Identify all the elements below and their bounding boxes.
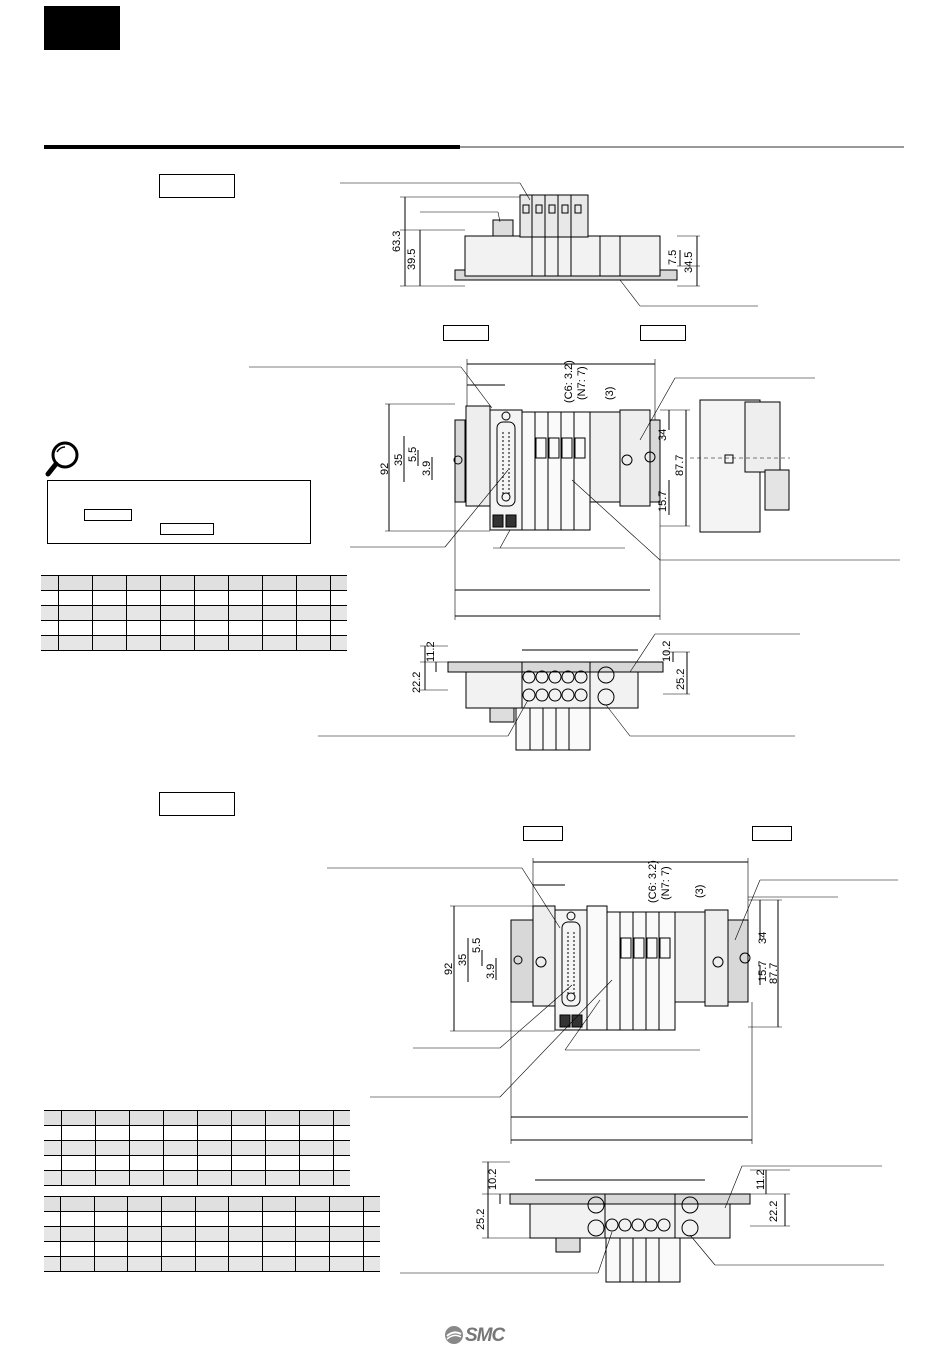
dim-front1-pitch-a: 5.5 (407, 447, 419, 462)
dim-bottom2-right-b: 22.2 (768, 1201, 780, 1222)
dim-bottom1-right-a: 10.2 (661, 641, 673, 662)
dim-bottom1-left-a: 11.2 (425, 641, 437, 662)
dim-front1-n7: (N7: 7) (576, 366, 588, 400)
front-view-1-drawing (249, 359, 900, 620)
dim-overall-height: 63.3 (391, 231, 403, 252)
spec-table-3 (44, 1196, 380, 1272)
dim-body-height: 39.5 (406, 249, 418, 270)
dim-rail-height: 34.5 (683, 252, 695, 273)
dim-bottom2-left-b: 25.2 (475, 1209, 487, 1230)
dim-front2-pitch-a: 5.5 (471, 938, 483, 953)
view-label-box-4 (752, 826, 792, 841)
dim-front1-right-total: 87.7 (674, 455, 686, 476)
spec-table-1 (41, 575, 347, 651)
note-label-box-1 (84, 509, 132, 521)
dim-front1-height: 92 (379, 463, 391, 475)
note-label-box-2 (160, 523, 214, 535)
dim-front2-n7: (N7: 7) (660, 866, 672, 900)
dim-bottom2-left-a: 10.2 (487, 1169, 499, 1190)
dim-rail-offset: 7.5 (667, 250, 679, 265)
dim-bottom2-right-a: 11.2 (755, 1169, 767, 1190)
dim-front2-right-mid: 15.7 (757, 961, 769, 982)
top-view-drawing (340, 182, 758, 307)
magnifier-icon (45, 441, 79, 477)
view-label-box-3 (523, 826, 563, 841)
view-label-box-1 (443, 325, 489, 341)
section-label-box-1 (159, 174, 235, 198)
smc-logo-text: SMC (465, 1325, 505, 1346)
bottom-view-2-drawing (400, 1161, 884, 1283)
dim-front1-gap: (3) (604, 387, 616, 400)
dim-front2-gap: (3) (694, 885, 706, 898)
dim-front2-right-top: 34 (757, 932, 769, 944)
dim-front2-connector: 35 (457, 954, 469, 966)
view-label-box-2 (640, 325, 686, 341)
dim-front2-height: 92 (443, 963, 455, 975)
bottom-view-1-drawing (318, 633, 800, 751)
note-box (47, 480, 311, 544)
dim-front1-right-mid: 15.7 (657, 491, 669, 512)
dim-front1-c6: (C6: 3.2) (563, 360, 575, 403)
front-view-2-drawing (327, 858, 898, 1144)
header-rule-black (44, 145, 460, 149)
header-rule-gray (460, 146, 904, 148)
smc-logo: SMC (443, 1322, 513, 1348)
dim-front1-connector: 35 (393, 454, 405, 466)
smc-logo-mark-icon (445, 1326, 463, 1344)
dim-bottom1-right-b: 25.2 (675, 669, 687, 690)
dim-front2-pitch-b: 3.9 (485, 964, 497, 979)
dim-front1-pitch-b: 3.9 (421, 461, 433, 476)
section-label-box-2 (159, 792, 235, 816)
spec-table-2 (44, 1110, 350, 1186)
dim-bottom1-left-b: 22.2 (411, 672, 423, 693)
dim-front1-right-top: 34 (657, 429, 669, 441)
dim-front2-c6: (C6: 3.2) (647, 860, 659, 903)
chapter-tab (44, 6, 120, 50)
dim-front2-right-total: 87.7 (768, 963, 780, 984)
